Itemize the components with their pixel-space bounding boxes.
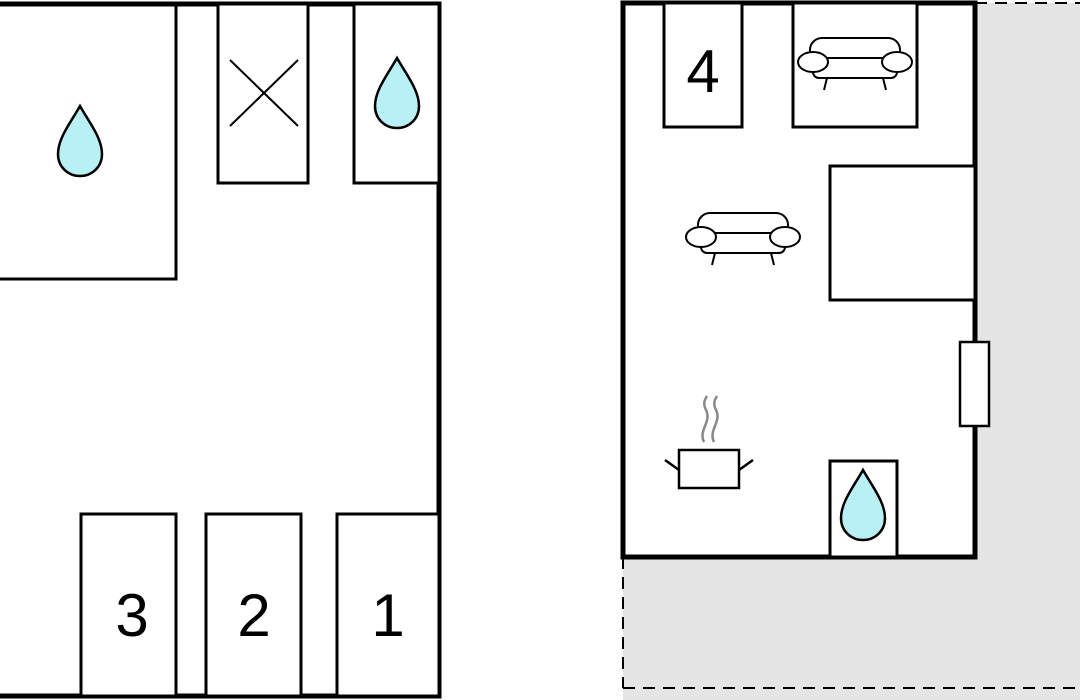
- bed-number: 1: [371, 582, 404, 649]
- bed-4: 4: [662, 1, 744, 129]
- bed-number: 3: [115, 582, 148, 649]
- right-unit: 4: [620, 0, 991, 560]
- bed-3: 3: [79, 512, 178, 698]
- bed-2: 2: [204, 512, 303, 698]
- window: [958, 340, 991, 428]
- shower-area: [0, 2, 178, 281]
- shower-water-icon: [56, 104, 104, 178]
- bed-1: 1: [335, 512, 441, 698]
- wc-cross-icon: [229, 59, 299, 127]
- sink-fixture: [352, 2, 441, 185]
- table: [828, 164, 977, 302]
- cooking-pot-icon: [664, 395, 754, 490]
- sofa-bed: [791, 1, 919, 129]
- left-unit: 3 2 1: [0, 1, 442, 699]
- bed-number: 2: [237, 582, 270, 649]
- wc-fixture: [216, 2, 310, 185]
- kitchen-sink: [828, 459, 899, 559]
- bed-number: 4: [686, 38, 719, 105]
